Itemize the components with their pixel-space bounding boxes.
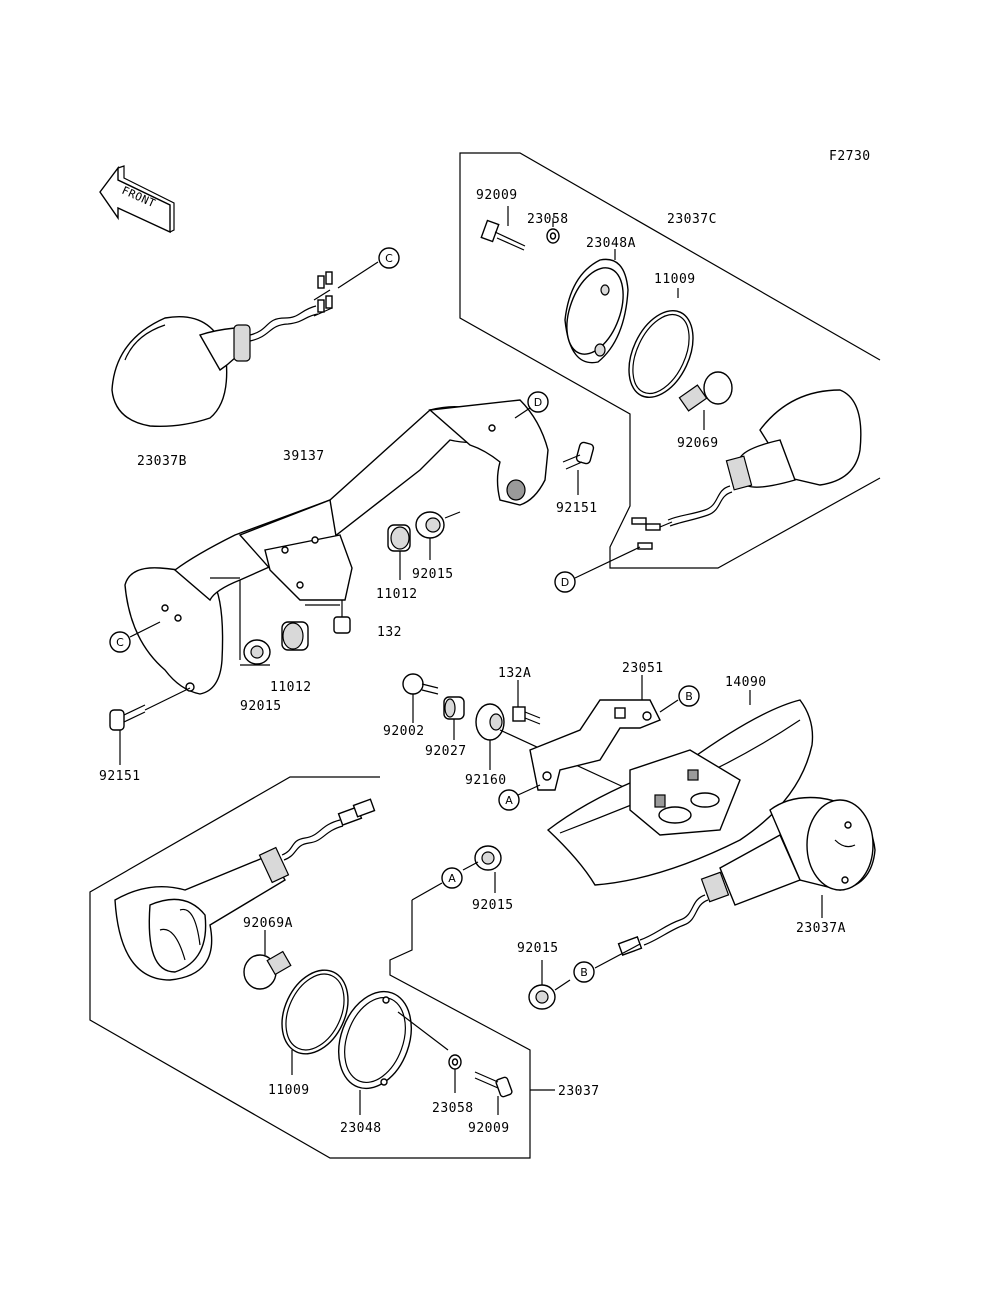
label-92015-b: 92015 — [517, 941, 559, 956]
label-11009-top: 11009 — [654, 272, 696, 287]
label-92027: 92027 — [425, 744, 467, 759]
rim-23048a — [564, 249, 629, 364]
svg-text:A: A — [505, 794, 513, 807]
svg-text:A: A — [448, 872, 456, 885]
label-23037: 23037 — [558, 1084, 600, 1099]
collar-11012-center — [387, 524, 411, 580]
bolt-92151-left — [109, 687, 191, 765]
fender-14090 — [546, 690, 814, 886]
group-outline-bottom-left — [89, 776, 531, 1159]
label-23048a: 23048A — [586, 236, 636, 251]
label-92151-left: 92151 — [99, 769, 141, 784]
ref-marker-b-bottom: B — [573, 961, 595, 983]
bracket-23051 — [529, 675, 679, 791]
collar-92027 — [443, 696, 465, 740]
label-92151-right: 92151 — [556, 501, 598, 516]
nut-92015-center — [415, 511, 461, 560]
ref-marker-c-top: C — [378, 247, 400, 269]
turn-signal-23037c — [574, 389, 862, 579]
label-92015-a: 92015 — [472, 898, 514, 913]
label-23037a: 23037A — [796, 921, 846, 936]
ref-marker-a-bottom: A — [411, 867, 463, 901]
rim-23048 — [338, 990, 449, 1115]
svg-text:B: B — [685, 690, 693, 703]
label-92009-bottom: 92009 — [468, 1121, 510, 1136]
svg-text:D: D — [561, 576, 569, 589]
turn-signal-23037b — [111, 261, 379, 428]
label-23037b: 23037B — [137, 454, 187, 469]
svg-text:D: D — [534, 396, 542, 409]
ref-marker-b-top: B — [678, 685, 700, 707]
ref-marker-a-mid: A — [498, 784, 541, 811]
label-92009-top: 92009 — [476, 188, 518, 203]
label-92069: 92069 — [677, 436, 719, 451]
screw-92009-bottom — [474, 1071, 555, 1115]
ref-marker-c-left: C — [109, 621, 161, 653]
collar-11012-left — [281, 621, 309, 651]
washer-23058-top — [546, 218, 560, 244]
label-11009-bottom: 11009 — [268, 1083, 310, 1098]
gasket-11009-top — [628, 288, 694, 399]
bracket-39137 — [124, 399, 549, 695]
label-92015-left: 92015 — [240, 699, 282, 714]
svg-text:C: C — [116, 636, 124, 649]
bulb-92069a — [243, 930, 292, 990]
nut-92015-a — [462, 845, 502, 893]
label-23051: 23051 — [622, 661, 664, 676]
screw-92002 — [402, 673, 439, 723]
svg-text:B: B — [580, 966, 588, 979]
nut-92015-b — [528, 960, 571, 1010]
nut-92015-left — [210, 577, 271, 666]
group-outline-top-right — [459, 152, 881, 569]
svg-text:C: C — [385, 252, 393, 265]
label-23037c: 23037C — [667, 212, 717, 227]
ref-marker-d-right: D — [554, 571, 576, 593]
label-23058-top: 23058 — [527, 212, 569, 227]
screw-92009-top — [480, 206, 526, 251]
gasket-11009-bottom — [281, 969, 349, 1075]
turn-signal-23037a — [594, 796, 876, 969]
bulb-92069 — [678, 371, 733, 430]
bolt-132a — [512, 680, 541, 725]
label-92002: 92002 — [383, 724, 425, 739]
turn-signal-23037 — [114, 798, 376, 981]
washer-23058-bottom — [448, 1054, 462, 1093]
bolt-92151-right — [562, 441, 595, 495]
label-39137: 39137 — [283, 449, 325, 464]
label-132a: 132A — [498, 666, 531, 681]
label-11012-center: 11012 — [376, 587, 418, 602]
label-11012-left: 11012 — [270, 680, 312, 695]
label-92160: 92160 — [465, 773, 507, 788]
label-92069a: 92069A — [243, 916, 293, 931]
label-23048: 23048 — [340, 1121, 382, 1136]
label-92015-center: 92015 — [412, 567, 454, 582]
front-arrow-icon: FRONT — [99, 165, 175, 234]
label-132: 132 — [377, 625, 402, 640]
label-14090: 14090 — [725, 675, 767, 690]
ref-marker-d-top: D — [514, 391, 549, 419]
label-23058-bottom: 23058 — [432, 1101, 474, 1116]
figure-code: F2730 — [829, 149, 871, 164]
screw-132 — [305, 600, 351, 634]
